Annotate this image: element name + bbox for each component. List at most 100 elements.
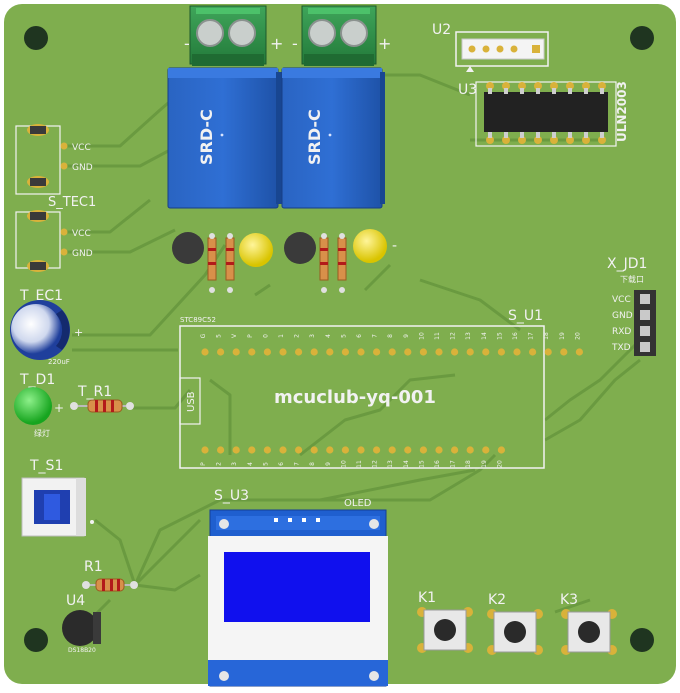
t-d1-sub-label: 绿灯: [34, 428, 50, 438]
mcu-pin: [575, 348, 584, 356]
mcu-pin: [248, 446, 256, 454]
u3-pins-bottom: [486, 132, 606, 144]
switch-t-s1[interactable]: [21, 477, 94, 537]
mcu-pin-label: 5: [262, 462, 269, 466]
u3-pin-leg: [568, 132, 572, 138]
oled-display: [208, 509, 388, 687]
u3-pins-top: [486, 82, 606, 94]
mcu-pin: [388, 348, 396, 356]
serial-pin-vcc: VCC: [612, 295, 631, 305]
mounting-hole-bl: [24, 628, 48, 652]
mcu-pin-label: 8: [309, 462, 316, 466]
u3-pin-leg: [600, 132, 604, 138]
terminal2-minus-label: -: [292, 34, 298, 53]
mcu-ref-label: S_U1: [508, 308, 543, 324]
u4-label: U4: [66, 593, 85, 609]
mcu-pin-label: 19: [559, 332, 566, 340]
mcu-pin: [217, 348, 225, 356]
mcu-pin: [466, 348, 474, 356]
mcu-pin: [482, 446, 490, 454]
t-d1-plus: +: [54, 401, 64, 415]
relay-1-marking: SRD-C: [197, 109, 216, 165]
mcu-pin: [217, 446, 225, 454]
u3-chip: ULN2003: [475, 81, 629, 147]
u3-pin-leg: [520, 132, 524, 138]
mcu-pin: [373, 446, 381, 454]
capacitor-t-ec1: 220uF +: [10, 300, 83, 366]
u3-pin-leg: [488, 132, 492, 138]
mcu-pin-label: 5: [340, 334, 347, 338]
mcu-title: mcuclub-yq-001: [274, 387, 436, 408]
mcu-pin-label: 10: [418, 332, 425, 340]
key-k1[interactable]: K1: [417, 590, 473, 653]
t-s1-label: T_S1: [29, 458, 63, 474]
terminal1-plus-label: +: [270, 34, 283, 53]
transistor-q2: [284, 232, 316, 264]
mcu-pin: [279, 446, 287, 454]
mcu-pin-label: 6: [278, 462, 285, 466]
mcu-pin-label: 15: [496, 332, 503, 340]
terminal1-minus-label: -: [184, 34, 190, 53]
s-tec1-pin-vcc: VCC: [72, 229, 91, 239]
mounting-hole-tr: [630, 26, 654, 50]
u3-pin-leg: [568, 88, 572, 94]
u3-part-label: ULN2003: [615, 81, 629, 142]
mcu-pin-label: 1: [278, 334, 285, 338]
terminal-block-2: [301, 5, 377, 66]
mcu-pin: [201, 446, 209, 454]
mcu-pin: [497, 348, 505, 356]
mcu-pin: [451, 348, 459, 356]
mcu-pin: [279, 348, 287, 356]
mcu-pin: [263, 348, 271, 356]
serial-sub-label: 下载口: [620, 274, 644, 284]
u3-pin-leg: [536, 88, 540, 94]
mcu-pin: [513, 348, 521, 356]
mcu-pin: [560, 348, 568, 356]
u4-part-label: DS18B20: [68, 647, 96, 654]
mcu-pin-label: 4: [325, 334, 332, 338]
mcu-pin-label: 19: [481, 460, 488, 468]
u3-pin-leg: [584, 132, 588, 138]
mcu-pin-label: 18: [543, 332, 550, 340]
u3-pin-leg: [520, 88, 524, 94]
u3-pin-leg: [584, 88, 588, 94]
mcu-pin: [435, 348, 443, 356]
mcu-usb-label: USB: [186, 391, 197, 412]
u3-pin-leg: [488, 88, 492, 94]
u3-pin-leg: [600, 88, 604, 94]
r1-label: R1: [84, 559, 103, 575]
mcu-pin: [419, 446, 427, 454]
mounting-holes: [24, 26, 654, 652]
mcu-pin-label: V: [231, 333, 238, 338]
mcu-pin-label: 14: [481, 332, 488, 340]
u3-pin-leg: [552, 132, 556, 138]
led-yellow-2: [353, 229, 387, 263]
u3-pin-leg: [536, 132, 540, 138]
oled-ref-label: S_U3: [214, 488, 249, 504]
mounting-hole-tl: [24, 26, 48, 50]
relay-1: SRD-C: [167, 67, 282, 209]
mcu-pin: [295, 348, 303, 356]
serial-pin-txd: TXD: [611, 343, 631, 353]
key-k1-label: K1: [418, 590, 436, 606]
resistor-r1: [82, 578, 138, 592]
s-tec1-label: S_TEC1: [48, 195, 96, 210]
key-k3[interactable]: K3: [560, 592, 617, 655]
mcu-pin: [310, 348, 318, 356]
mcu-pin-label: 4: [247, 462, 254, 466]
mcu-pin: [451, 446, 459, 454]
serial-header: VCC GND RXD TXD: [611, 290, 656, 356]
mcu-pin: [326, 348, 334, 356]
mcu-pin: [404, 446, 412, 454]
mcu-pin-label: 9: [403, 334, 410, 338]
serial-pin-gnd: GND: [612, 311, 633, 321]
mcu-pin: [482, 348, 490, 356]
key-k2[interactable]: K2: [487, 592, 543, 655]
mcu-pin-label: 2: [216, 462, 223, 466]
u2-header: [455, 31, 549, 72]
mcu-pin-label: 3: [231, 462, 238, 466]
mcu-pin: [341, 446, 349, 454]
key-k3-label: K3: [560, 592, 578, 608]
